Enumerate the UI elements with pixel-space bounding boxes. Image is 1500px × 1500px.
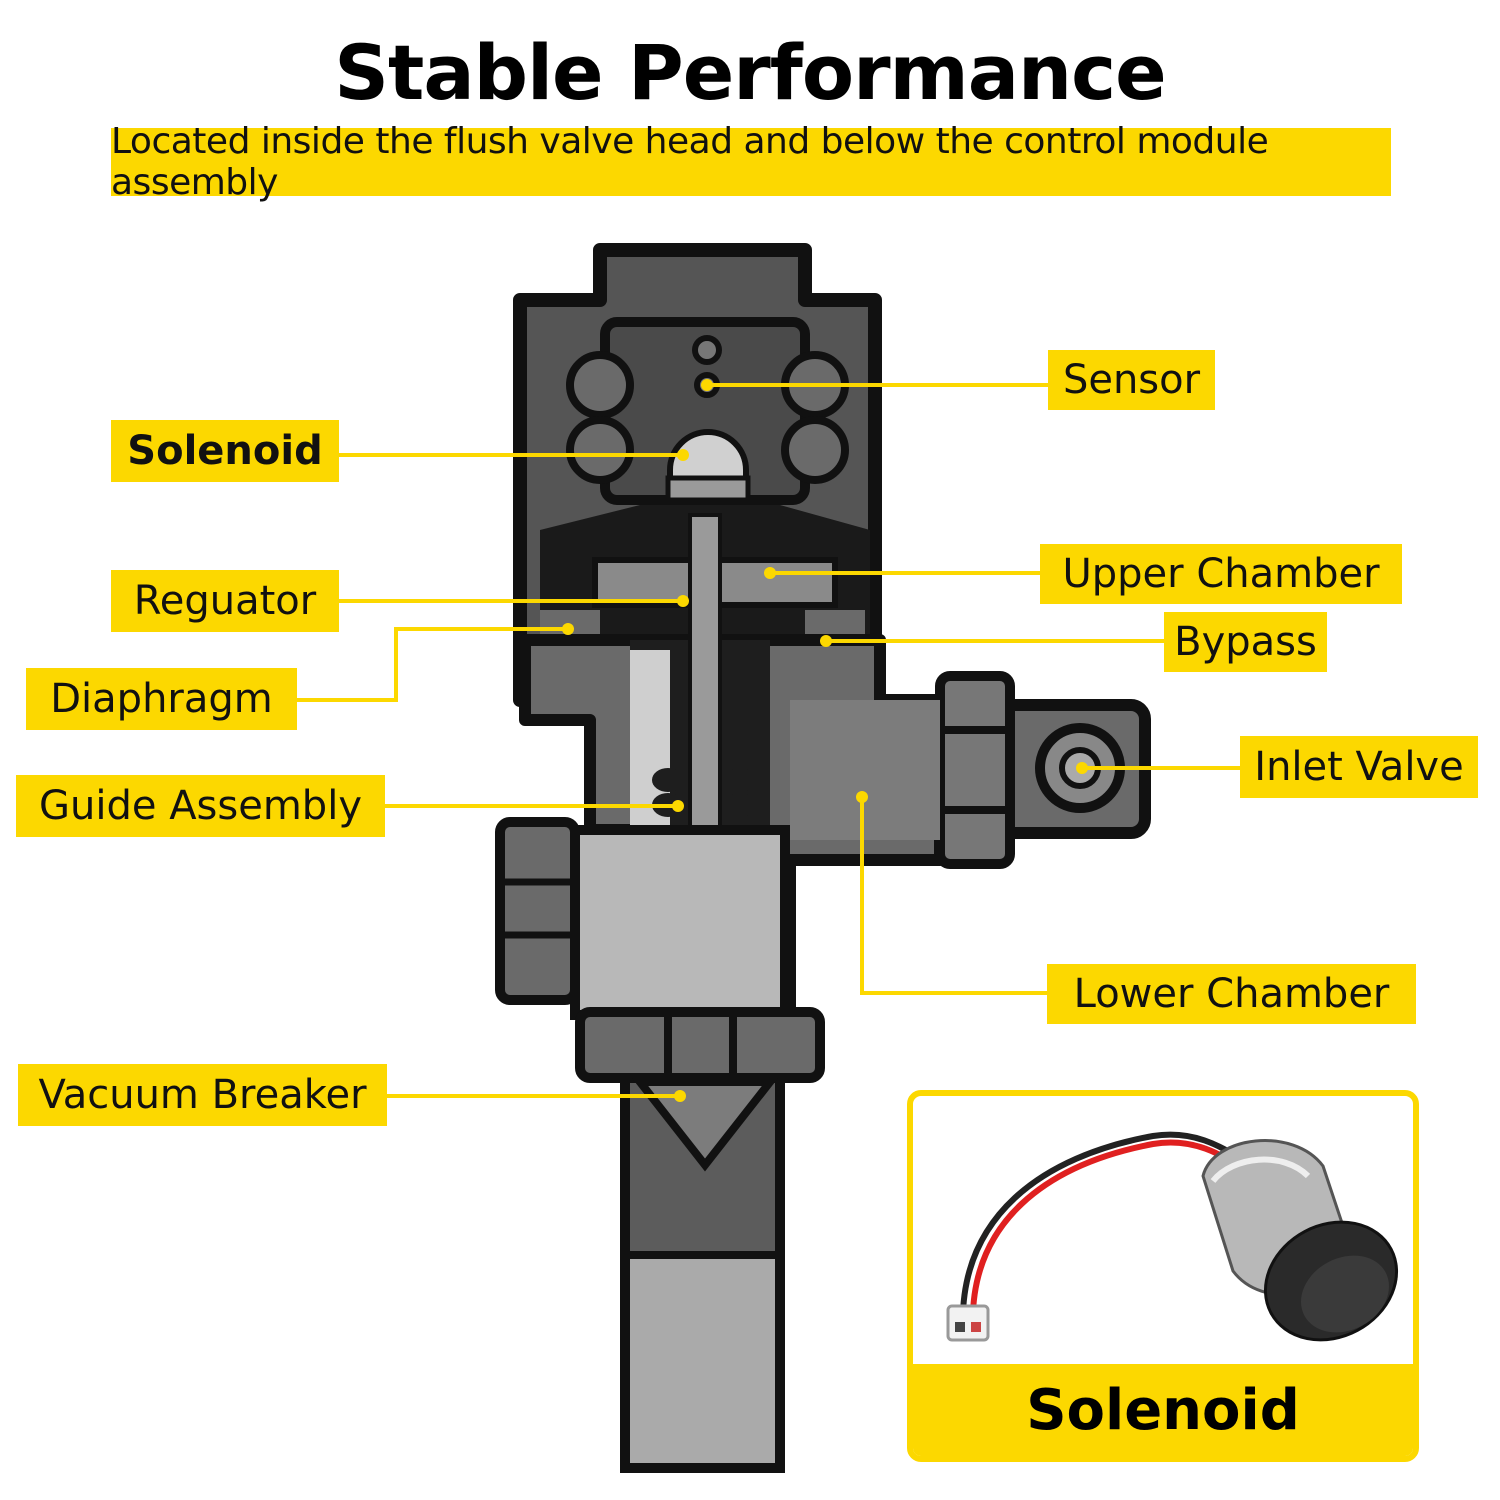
label-bypass: Bypass	[1164, 612, 1327, 672]
label-upper-chamber: Upper Chamber	[1040, 544, 1402, 604]
leader-lines	[296, 383, 1240, 1098]
label-lower-chamber: Lower Chamber	[1047, 964, 1416, 1024]
label-sensor: Sensor	[1048, 350, 1215, 410]
label-solenoid: Solenoid	[111, 420, 339, 482]
solenoid-inset: Solenoid	[907, 1090, 1419, 1462]
subtitle-banner: Located inside the flush valve head and …	[111, 121, 1391, 203]
left-nut	[495, 817, 580, 1005]
vacuum-breaker-nut	[575, 1007, 825, 1083]
vacuum-breaker-cone	[631, 1078, 779, 1172]
label-guide-assembly: Guide Assembly	[16, 775, 385, 837]
label-diaphragm: Diaphragm	[26, 668, 297, 730]
leader-dots	[562, 379, 1088, 1102]
solenoid-product-illustration	[946, 1131, 1399, 1342]
label-inlet-valve: Inlet Valve	[1240, 736, 1478, 798]
diaphragm-right	[805, 610, 865, 634]
outlet-body	[570, 825, 790, 1020]
inlet-nut	[935, 671, 1015, 869]
label-vacuum-breaker: Vacuum Breaker	[18, 1064, 387, 1126]
inset-caption: Solenoid	[913, 1364, 1413, 1456]
wire-connector	[946, 1304, 990, 1342]
lower-chamber	[790, 700, 940, 840]
label-regulator: Reguator	[111, 570, 339, 632]
page-title: Stable Performance	[334, 28, 1166, 117]
